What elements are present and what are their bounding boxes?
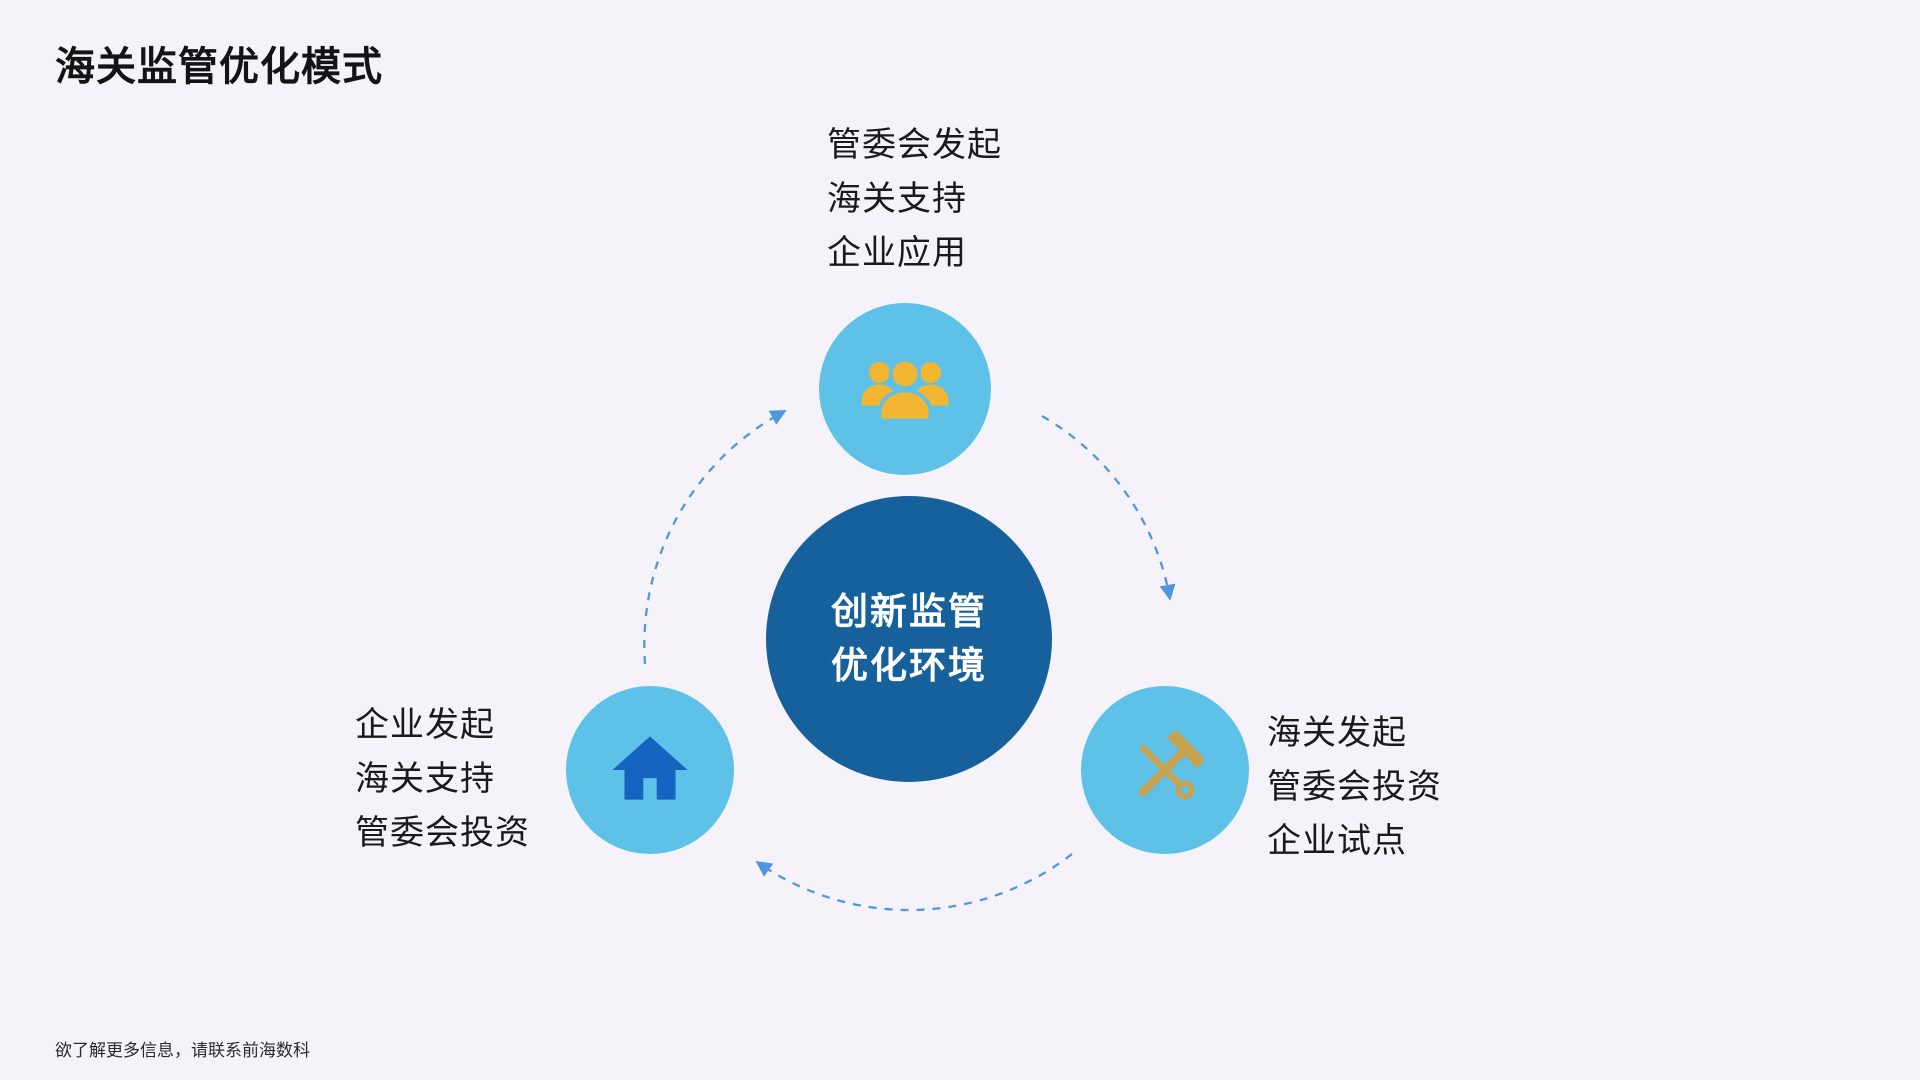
- house-icon: [612, 736, 688, 800]
- label-committee: 管委会发起 海关支持 企业应用: [827, 118, 1002, 280]
- label-line: 海关支持: [355, 760, 495, 798]
- footer-note: 欲了解更多信息，请联系前海数科: [55, 1041, 310, 1060]
- label-line: 管委会发起: [827, 126, 1002, 164]
- label-line: 海关发起: [1267, 714, 1407, 752]
- label-line: 企业试点: [1267, 822, 1407, 860]
- center-node-text-line: 创新监管: [831, 591, 987, 633]
- arrow-left-to-top: [643, 409, 787, 665]
- label-customs: 海关发起 管委会投资 企业试点: [1267, 706, 1442, 868]
- center-node: 创新监管 优化环境: [766, 496, 1052, 782]
- center-node-text-line: 优化环境: [831, 645, 987, 686]
- label-line: 企业应用: [827, 234, 967, 272]
- label-line: 企业发起: [355, 706, 495, 744]
- arrow-top-to-right: [1041, 415, 1176, 601]
- node-customs: [1081, 686, 1249, 854]
- people-group-icon: [861, 357, 949, 423]
- node-committee: [819, 303, 991, 475]
- label-line: 管委会投资: [1267, 768, 1442, 806]
- node-enterprise: [566, 686, 734, 854]
- label-enterprise: 企业发起 海关支持 管委会投资: [355, 698, 530, 860]
- label-line: 海关支持: [827, 180, 967, 218]
- arrow-right-to-left: [755, 853, 1073, 912]
- label-line: 管委会投资: [355, 814, 530, 852]
- tools-icon: [1138, 731, 1204, 800]
- page-title: 海关监管优化模式: [55, 45, 383, 89]
